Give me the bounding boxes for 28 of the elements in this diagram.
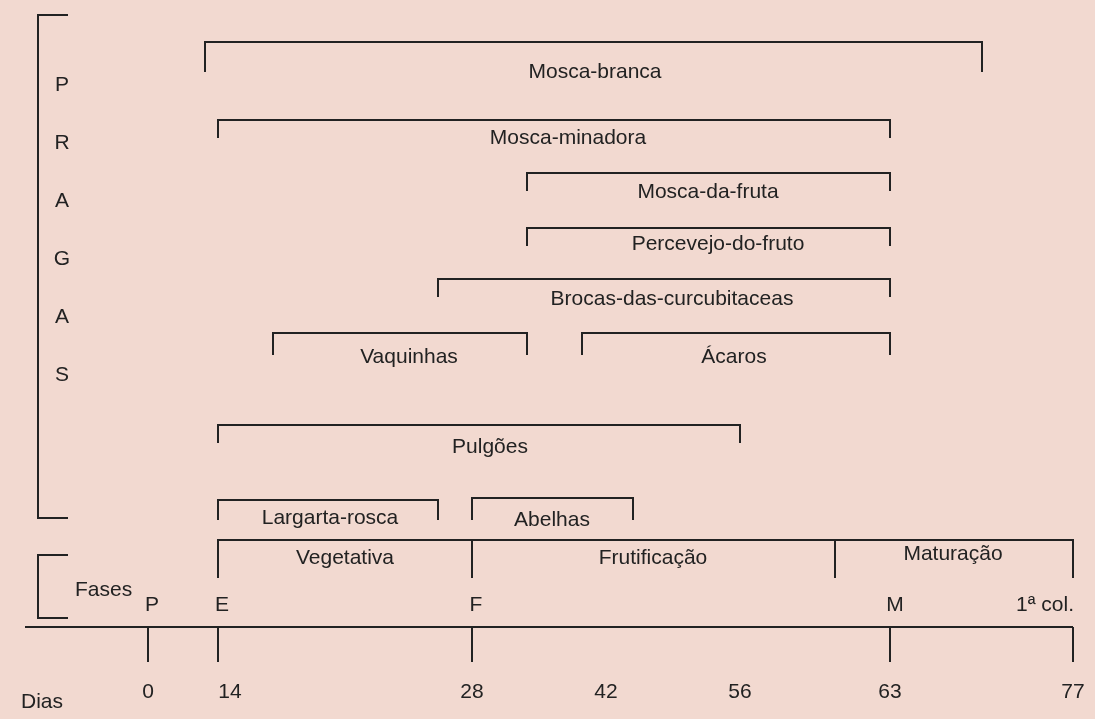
tick-label: 14 bbox=[218, 679, 242, 701]
pest-name: Ácaros bbox=[701, 344, 767, 366]
pest-name: Largarta-rosca bbox=[261, 505, 399, 527]
tick-label: 0 bbox=[142, 679, 154, 701]
tick-label: 63 bbox=[878, 679, 902, 701]
tick-label: 56 bbox=[728, 679, 752, 701]
pest-name: Brocas-das-curcubitaceas bbox=[550, 286, 794, 308]
tick-label: 77 bbox=[1061, 679, 1085, 701]
vertical-heading: PRAGAS bbox=[51, 72, 73, 420]
pest-name: Mosca-da-fruta bbox=[637, 179, 779, 201]
phase-name: Maturação bbox=[903, 541, 1003, 563]
phase-name: Frutificação bbox=[598, 545, 708, 567]
pest-name: Abelhas bbox=[514, 507, 590, 529]
stage-marker: 1ª col. bbox=[1016, 592, 1074, 614]
stage-marker: F bbox=[469, 592, 483, 614]
row-heading: Fases bbox=[75, 577, 133, 599]
pest-name: Mosca-branca bbox=[528, 59, 662, 81]
pest-name: Percevejo-do-fruto bbox=[631, 231, 805, 253]
pest-name: Vaquinhas bbox=[360, 344, 458, 366]
stage-marker: E bbox=[215, 592, 229, 614]
stage-marker: P bbox=[145, 592, 159, 614]
phase-name: Vegetativa bbox=[295, 545, 395, 567]
pest-name: Mosca-minadora bbox=[489, 125, 647, 147]
axis-label: Dias bbox=[21, 689, 63, 711]
pest-name: Pulgões bbox=[452, 434, 528, 456]
tick-label: 42 bbox=[594, 679, 618, 701]
stage-marker: M bbox=[886, 592, 904, 614]
tick-label: 28 bbox=[460, 679, 484, 701]
